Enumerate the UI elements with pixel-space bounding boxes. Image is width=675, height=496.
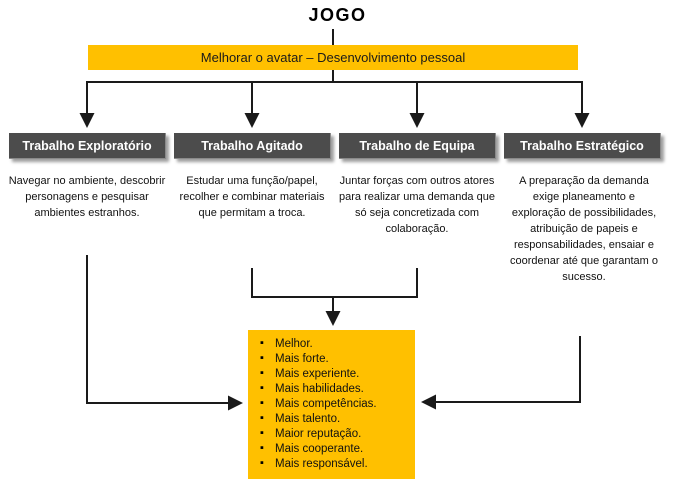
results-list-item: Mais experiente. xyxy=(258,366,409,382)
banner-box: Melhorar o avatar – Desenvolvimento pess… xyxy=(88,45,578,70)
results-list-item: Mais forte. xyxy=(258,351,409,367)
results-list-item: Mais habilidades. xyxy=(258,381,409,397)
category-description-1: Navegar no ambiente, descobrir personage… xyxy=(8,175,166,219)
category-description-4: A preparação da demanda exige planeament… xyxy=(510,175,658,283)
category-box-trabalho-agitado: Trabalho Agitado xyxy=(174,133,331,159)
results-list-item: Mais talento. xyxy=(258,411,409,427)
results-list-item: Mais competências. xyxy=(258,396,409,412)
category-box-trabalho-exploratorio: Trabalho Exploratório xyxy=(9,133,166,159)
category-box-trabalho-de-equipa: Trabalho de Equipa xyxy=(339,133,496,159)
results-list-item: Melhor. xyxy=(258,336,409,352)
results-list: Melhor. Mais forte. Mais experiente. Mai… xyxy=(258,336,409,472)
category-description-2: Estudar uma função/papel, recolher e com… xyxy=(179,175,325,219)
results-list-item: Mais cooperante. xyxy=(258,441,409,457)
page-title: JOGO xyxy=(308,5,367,25)
results-box: Melhor. Mais forte. Mais experiente. Mai… xyxy=(248,330,415,479)
category-description-3: Juntar forças com outros atores para rea… xyxy=(339,175,495,235)
category-box-trabalho-estrategico: Trabalho Estratégico xyxy=(504,133,661,159)
results-list-item: Mais responsável. xyxy=(258,456,409,472)
results-list-item: Maior reputação. xyxy=(258,426,409,442)
